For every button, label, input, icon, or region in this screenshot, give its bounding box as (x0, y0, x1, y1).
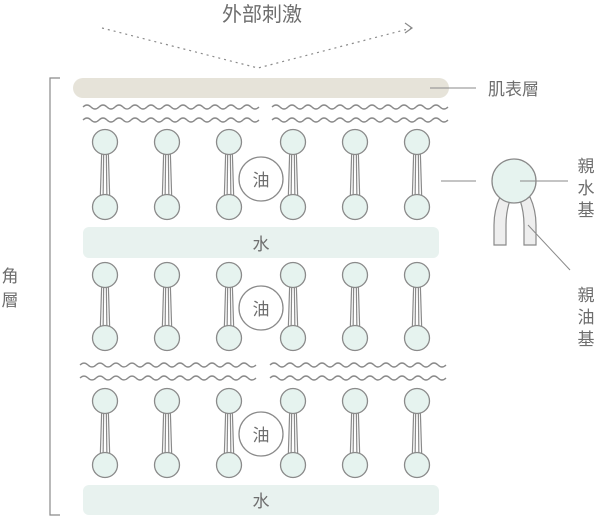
title-text: 外部刺激 (222, 2, 302, 26)
lipid-head (279, 261, 307, 289)
lipid-head (91, 193, 119, 221)
water-label-2: 水 (253, 492, 270, 512)
lipid-molecule (279, 128, 307, 221)
lipid-head (279, 193, 307, 221)
lipid-molecule (403, 387, 431, 479)
lipid-head (341, 451, 369, 479)
lipid-molecule (215, 387, 243, 479)
lipid-head (403, 451, 431, 479)
lipid-head (91, 451, 119, 479)
oil-label-2: 油 (253, 300, 270, 320)
lipid-head (341, 261, 369, 289)
lipophilic-leader (527, 224, 571, 271)
stratum-bracket (49, 77, 60, 516)
lipid-head (153, 451, 181, 479)
lipid-head (215, 324, 243, 352)
lipid-head (91, 261, 119, 289)
lipid-head (403, 324, 431, 352)
oil-circle-2: 油 (238, 285, 284, 331)
lipid-head (215, 451, 243, 479)
lipid-head (341, 387, 369, 415)
hydrophilic-label-3: 基 (578, 201, 595, 221)
lipid-molecule (279, 387, 307, 479)
oil-label-1: 油 (253, 171, 270, 191)
lipid-head (279, 387, 307, 415)
lipid-molecule (153, 128, 181, 221)
wavy-line (79, 375, 257, 381)
lipid-head (403, 193, 431, 221)
lipid-head (215, 261, 243, 289)
lipid-head (403, 261, 431, 289)
lipid-molecule (91, 387, 119, 479)
stratum-label-1: 角 (2, 267, 19, 287)
wavy-lines (79, 104, 449, 381)
wavy-line (271, 117, 449, 123)
lipid-molecule (403, 261, 431, 352)
lipid-head (153, 193, 181, 221)
lipid-molecule (341, 261, 369, 352)
lipid-molecules (91, 128, 431, 479)
lipid-molecule (403, 128, 431, 221)
lipophilic-label-3: 基 (578, 330, 595, 350)
lipid-molecule (341, 387, 369, 479)
lipid-molecule (215, 128, 243, 221)
stratum-label-2: 層 (2, 291, 19, 311)
lipid-head (403, 387, 431, 415)
wavy-line (79, 362, 257, 368)
lipid-molecule (279, 261, 307, 352)
lipid-molecule (215, 261, 243, 352)
wavy-line (82, 117, 260, 123)
lipid-head (341, 193, 369, 221)
wavy-line (269, 375, 447, 381)
lipophilic-label-2: 油 (578, 308, 595, 328)
wavy-line (82, 104, 260, 110)
lipid-head (91, 128, 119, 156)
lipid-head (215, 193, 243, 221)
lipid-head (341, 128, 369, 156)
lipid-head (153, 387, 181, 415)
oil-circle-1: 油 (238, 156, 284, 202)
wavy-line (271, 104, 449, 110)
lipid-head (215, 387, 243, 415)
wavy-line (269, 362, 447, 368)
stimulus-arrows (101, 22, 414, 69)
lipid-head (403, 128, 431, 156)
lipophilic-label-1: 親 (578, 286, 595, 306)
water-label-1: 水 (253, 235, 270, 255)
lipid-head (279, 451, 307, 479)
lipid-molecule (91, 128, 119, 221)
lipid-head (153, 324, 181, 352)
hydrophilic-label-1: 親 (578, 157, 595, 177)
lipid-head (91, 387, 119, 415)
oil-label-3: 油 (253, 426, 270, 446)
legend-molecule (491, 158, 537, 246)
lipid-head (279, 128, 307, 156)
lipid-head (91, 324, 119, 352)
oil-circle-3: 油 (238, 411, 284, 457)
lipid-molecule (153, 387, 181, 479)
lipid-head (279, 324, 307, 352)
lipid-molecule (91, 261, 119, 352)
lipid-head (215, 128, 243, 156)
skin-surface-label: 肌表層 (488, 80, 539, 100)
lipid-head (153, 128, 181, 156)
hydrophilic-label-2: 水 (578, 179, 595, 199)
water-band-1 (83, 227, 439, 258)
lipid-head (341, 324, 369, 352)
lipid-molecule (341, 128, 369, 221)
skin-surface-bar (73, 78, 449, 98)
water-band-2 (83, 485, 439, 515)
lipid-head (153, 261, 181, 289)
lipid-molecule (153, 261, 181, 352)
